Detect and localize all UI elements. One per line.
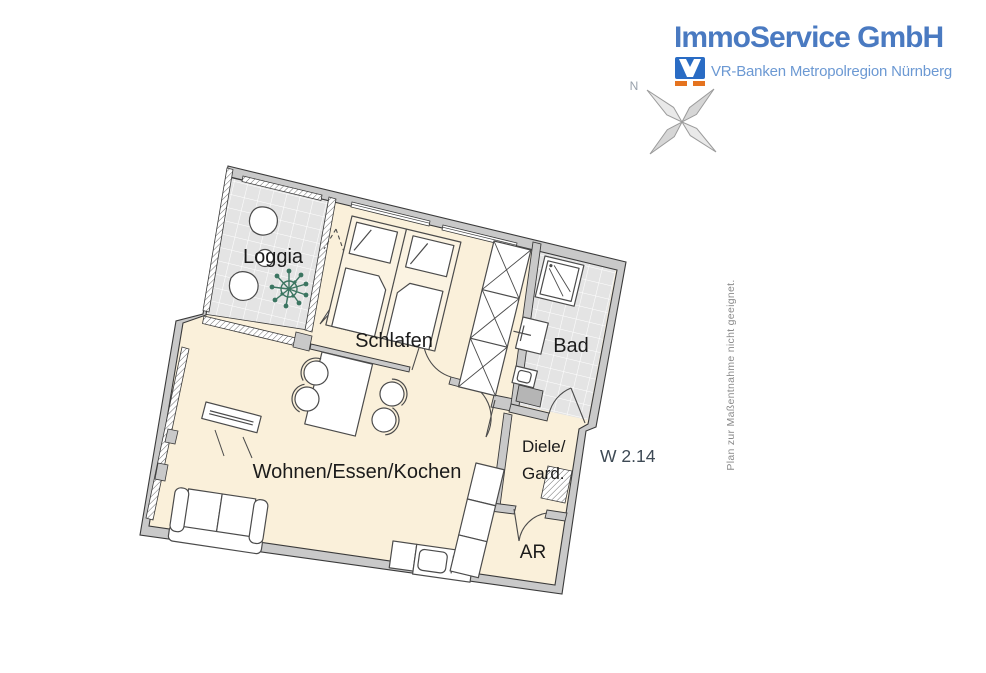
loggia-table-icon xyxy=(255,248,275,268)
window-loggia-right xyxy=(304,196,337,333)
left-wall-pier-2 xyxy=(154,462,169,482)
left-wall-pier-1 xyxy=(164,428,179,445)
wardrobe-icon xyxy=(457,240,532,397)
sill-pier xyxy=(292,331,313,352)
sofa-icon xyxy=(167,487,269,555)
garderobe-hatch xyxy=(540,465,573,504)
bad-shaft-block xyxy=(515,384,544,408)
bank-line: VR-Banken Metropolregion Nürnberg xyxy=(711,62,953,80)
sink-icon xyxy=(513,316,549,355)
bed-icon xyxy=(325,215,462,352)
shower-icon xyxy=(534,255,585,307)
wall-bad-south xyxy=(508,403,550,422)
plant-icon xyxy=(269,268,309,309)
loggia-railing xyxy=(202,167,234,313)
loggia-chair-icon xyxy=(228,271,259,302)
outer-walls xyxy=(139,165,627,595)
room-label-loggia: Loggia xyxy=(243,246,304,268)
vr-bank-logo-icon xyxy=(674,56,706,87)
compass-rose: N xyxy=(630,79,717,155)
unit-number-label: W 2.14 xyxy=(600,446,656,466)
tv-board-icon xyxy=(201,401,262,434)
tv-stand-leg xyxy=(214,429,225,457)
header: ImmoService GmbH VR-Banken Metropolregio… xyxy=(674,22,960,87)
dining-chair-icon xyxy=(300,357,329,386)
room-label-bad: Bad xyxy=(553,335,589,357)
furniture-group xyxy=(167,206,585,583)
compass-north-label: N xyxy=(630,79,639,93)
dining-chair-icon xyxy=(371,407,400,436)
bank-row: VR-Banken Metropolregion Nürnberg xyxy=(674,56,960,87)
loggia-chair-icon xyxy=(248,206,278,236)
disclaimer-text: Plan zur Maßentnahme nicht geeignet. xyxy=(725,279,737,471)
kitchen-counter-icon xyxy=(449,462,505,579)
room-label-diele-line1: Diele/ xyxy=(522,437,566,456)
wall-schlafen-south xyxy=(309,343,411,373)
room-label-diele-line2: Gard. xyxy=(522,464,565,483)
room-label-schlafen: Schlafen xyxy=(355,330,433,352)
room-labels: Loggia Schlafen Bad Wohnen/Essen/Kochen … xyxy=(243,246,656,563)
window-loggia-top xyxy=(241,175,323,201)
company-name: ImmoService GmbH xyxy=(674,21,944,54)
dining-chair-icon xyxy=(379,378,408,407)
windows-group xyxy=(145,167,518,521)
wall-ar-north-right xyxy=(544,509,568,522)
dining-chair-icon xyxy=(291,383,320,413)
room-label-ar: AR xyxy=(520,542,546,563)
tv-stand-leg xyxy=(242,436,253,459)
wc-icon xyxy=(511,365,538,389)
room-label-wohnen: Wohnen/Essen/Kochen xyxy=(253,461,462,483)
